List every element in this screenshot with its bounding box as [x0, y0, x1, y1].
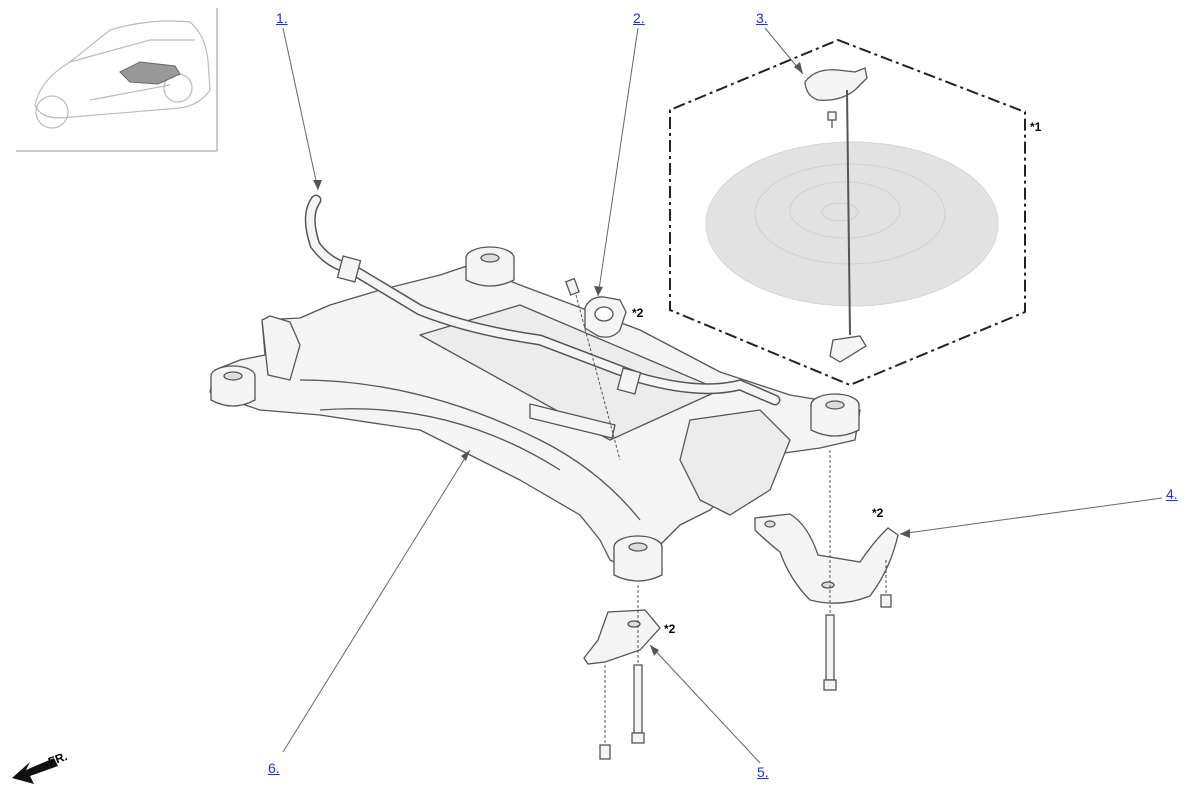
stabilizer-bushing-bracket [565, 277, 627, 461]
callout-5-bracket-left[interactable]: 5. [757, 764, 769, 780]
callout-1-stabilizer-bar[interactable]: 1. [276, 10, 288, 26]
front-direction-arrow-icon [12, 758, 58, 784]
callout-leader-lines [282, 27, 1163, 764]
rear-subframe-assembly [209, 246, 861, 582]
subframe-bushings [210, 246, 860, 582]
spare-tire [705, 141, 999, 307]
note-star-2-bushing: *2 [632, 306, 644, 320]
note-star-1: *1 [1030, 120, 1042, 134]
vehicle-locator-thumbnail [16, 8, 218, 152]
stabilizer-bar [304, 194, 781, 406]
spare-tire-group-outline [669, 38, 1026, 387]
callout-4-bracket-right[interactable]: 4. [1166, 486, 1178, 502]
spare-tire-hanger [804, 67, 868, 101]
subframe-bracket-left [583, 585, 661, 760]
subframe-bracket-right [754, 450, 899, 691]
callout-2-stabilizer-bushing[interactable]: 2. [633, 10, 645, 26]
callout-3-spare-tire-hanger[interactable]: 3. [756, 10, 768, 26]
callout-6-rear-subframe[interactable]: 6. [268, 760, 280, 776]
note-star-2-bracket-right: *2 [872, 506, 884, 520]
note-star-2-bracket-left: *2 [664, 622, 676, 636]
